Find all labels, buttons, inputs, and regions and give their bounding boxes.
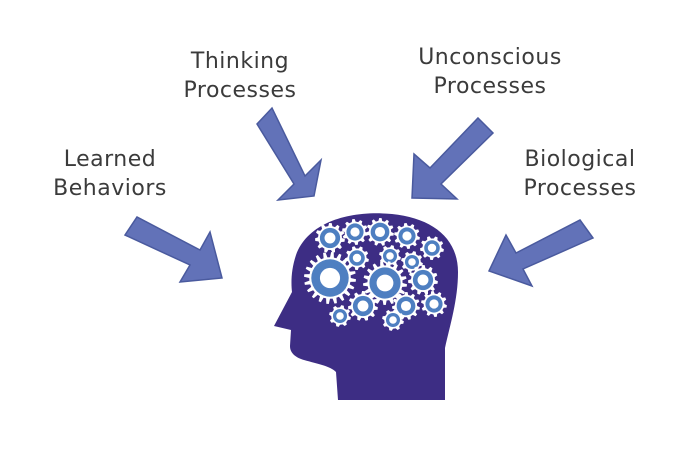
gear-icon xyxy=(329,305,351,327)
gear-icon xyxy=(348,291,378,321)
label-line: Behaviors xyxy=(53,176,167,201)
gear-icon xyxy=(394,223,420,249)
label-unconscious-processes: Unconscious Processes xyxy=(400,43,580,101)
label-line: Learned xyxy=(63,147,157,172)
arrow-learned-icon xyxy=(123,216,223,283)
label-thinking-processes: Thinking Processes xyxy=(165,47,315,105)
gear-icon xyxy=(379,245,401,267)
gear-icon xyxy=(363,261,407,305)
gear-icon xyxy=(392,292,420,320)
gear-icon xyxy=(382,309,404,331)
gear-icon xyxy=(345,246,369,270)
label-line: Unconscious xyxy=(418,45,562,70)
arrow-biological-icon xyxy=(487,219,595,288)
arrow-thinking-icon xyxy=(256,106,323,201)
gear-icon xyxy=(421,291,447,317)
gear-icon xyxy=(342,219,368,245)
gear-icon xyxy=(420,236,444,260)
gear-icon xyxy=(401,251,423,273)
arrow-unconscious-icon xyxy=(411,116,495,200)
label-line: Biological xyxy=(524,147,636,172)
gears-group xyxy=(304,218,447,331)
gear-icon xyxy=(304,252,356,304)
label-line: Processes xyxy=(523,176,637,201)
label-line: Processes xyxy=(433,74,547,99)
label-line: Thinking xyxy=(190,49,290,74)
label-line: Processes xyxy=(183,78,297,103)
label-learned-behaviors: Learned Behaviors xyxy=(40,145,180,203)
gear-icon xyxy=(408,265,438,295)
gear-icon xyxy=(315,223,345,253)
gear-icon xyxy=(366,218,394,246)
label-biological-processes: Biological Processes xyxy=(500,145,660,203)
